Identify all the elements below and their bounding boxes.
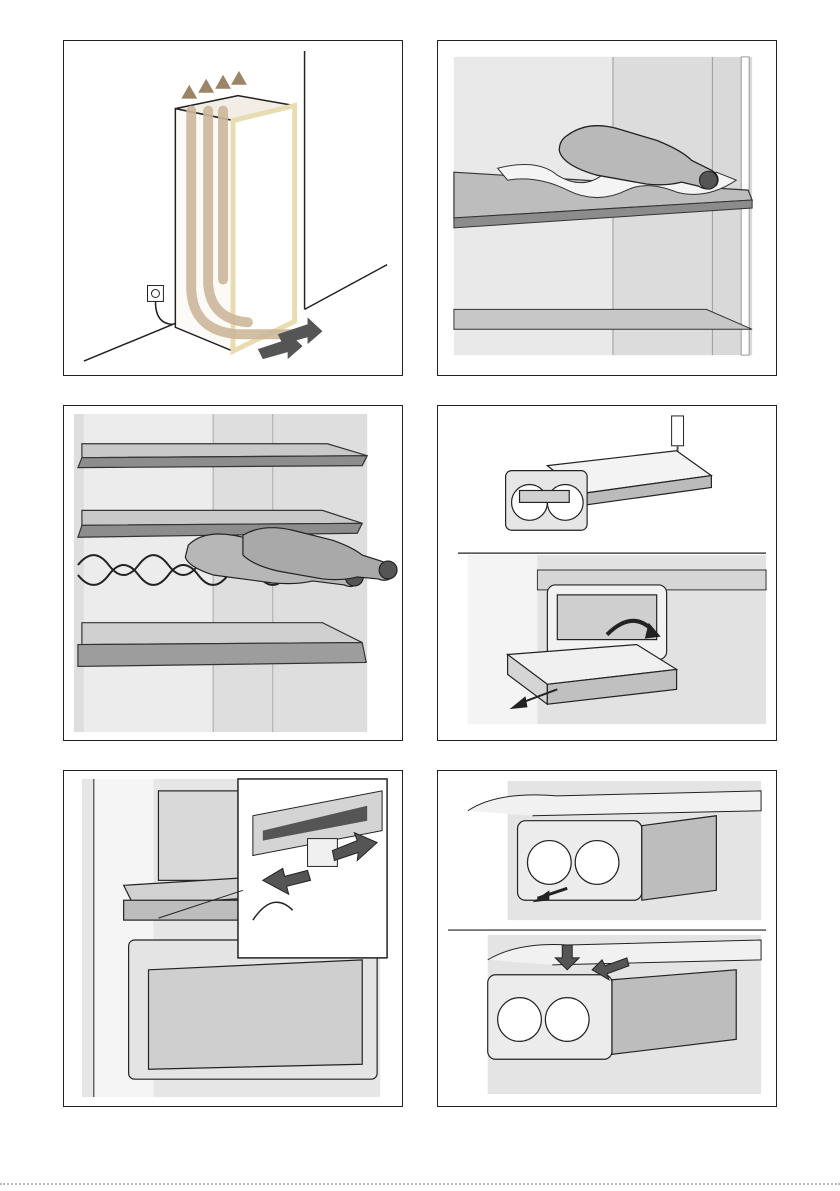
illustration-ventilation: [63, 40, 403, 376]
ice-cube-tray-icon: [506, 451, 712, 531]
ice-tray-drawing: [438, 406, 776, 740]
page-bottom-divider: [0, 1183, 840, 1185]
illustration-wine-rack: [63, 405, 403, 741]
illustration-ice-maker-removal: [437, 770, 777, 1107]
power-socket-icon: [148, 286, 174, 325]
illustration-ice-tray: [437, 405, 777, 741]
humidity-control-drawing: [64, 771, 402, 1106]
illustration-bottle-shelf: [437, 40, 777, 376]
wine-rack-drawing: [64, 406, 402, 740]
ice-maker-icon: [518, 816, 717, 900]
humidity-slider-icon: [238, 779, 387, 958]
bottle-shelf-drawing: [438, 41, 776, 375]
ice-maker-removal-drawing: [438, 771, 776, 1106]
ventilation-drawing: [64, 41, 402, 375]
illustration-humidity-control: [63, 770, 403, 1107]
